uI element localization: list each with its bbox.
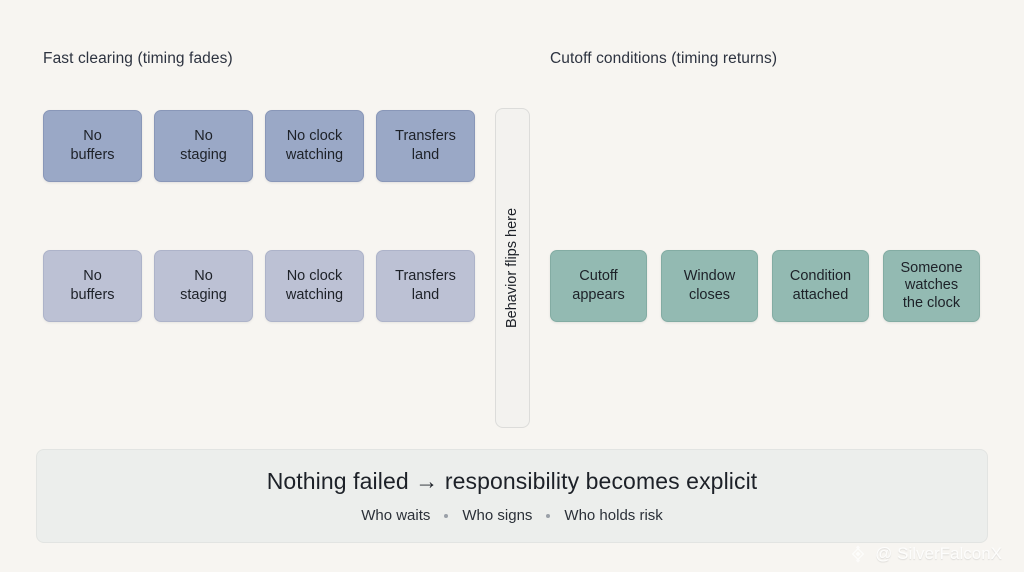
card-label: Condition attached [789,268,852,303]
column-heading-cutoff-conditions: Cutoff conditions (timing returns) [550,50,778,67]
card-label: No staging [180,128,227,163]
card-cutoff-3: Condition attached [772,250,869,322]
card-fast-clearing-1: No buffers [43,110,142,182]
behavior-flip-divider: Behavior flips here [495,108,530,428]
card-label: No clock watching [285,268,344,303]
column-heading-fast-clearing: Fast clearing (timing fades) [43,50,233,67]
card-fast-clearing-repeat-2: No staging [154,250,253,322]
card-label: No buffers [70,128,115,163]
bullet-separator-icon [444,513,449,518]
card-label: Window closes [683,268,736,303]
card-cutoff-2: Window closes [661,250,758,322]
diamond-logo-icon [851,545,865,563]
summary-item-3: Who holds risk [564,507,663,524]
summary-item-1: Who waits [361,507,431,524]
watermark-handle: @ SilverFalconX [875,544,1002,563]
card-fast-clearing-2: No staging [154,110,253,182]
bullet-separator-icon [546,513,551,518]
card-cutoff-1: Cutoff appears [550,250,647,322]
card-label: Transfers land [395,268,456,303]
summary-subline: Who waits Who signs Who holds risk [361,507,663,524]
card-label: No staging [180,268,227,303]
card-label: Transfers land [395,128,456,163]
card-label: Someone watches the clock [900,259,963,311]
card-cutoff-4: Someone watches the clock [883,250,980,322]
card-label: Cutoff appears [572,268,625,303]
card-fast-clearing-repeat-4: Transfers land [376,250,475,322]
card-label: No clock watching [285,128,344,163]
card-label: No buffers [70,268,115,303]
summary-item-2: Who signs [462,507,533,524]
card-fast-clearing-3: No clock watching [265,110,364,182]
summary-banner: Nothing failed → responsibility becomes … [36,449,988,543]
card-fast-clearing-4: Transfers land [376,110,475,182]
card-fast-clearing-repeat-1: No buffers [43,250,142,322]
watermark: @ SilverFalconX [848,544,1002,564]
behavior-flip-label: Behavior flips here [504,207,521,329]
summary-headline: Nothing failed → responsibility becomes … [266,468,758,494]
card-fast-clearing-repeat-3: No clock watching [265,250,364,322]
